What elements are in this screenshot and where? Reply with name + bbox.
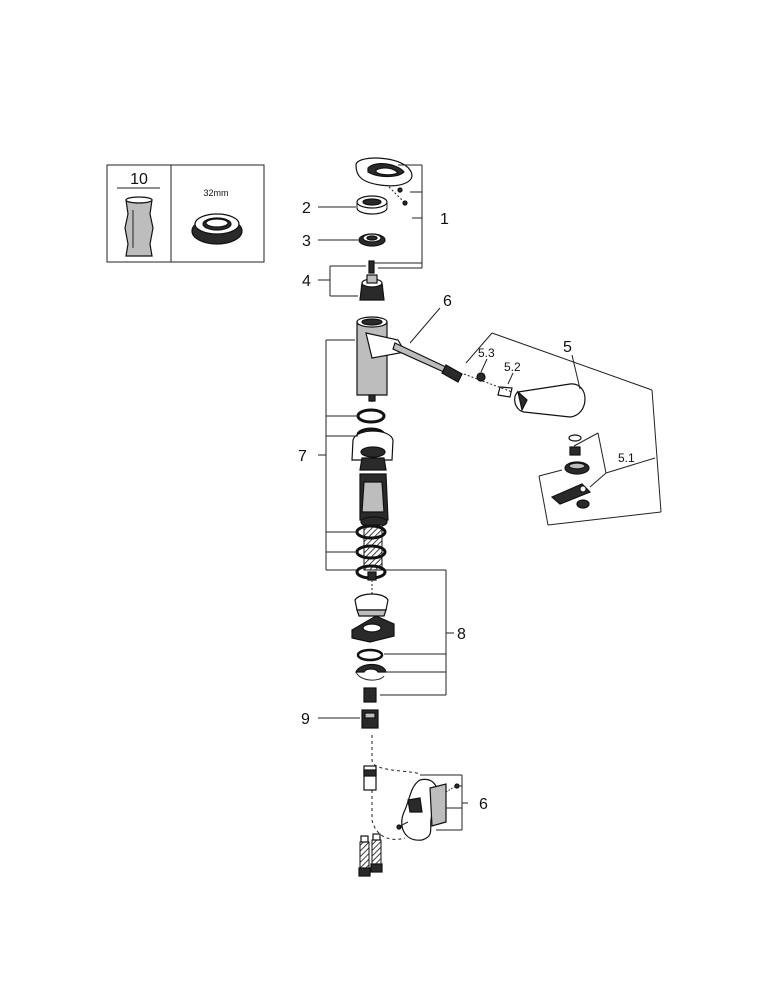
nipple-part <box>361 687 379 729</box>
callout-3: 3 <box>302 233 311 250</box>
cartridge-part <box>359 260 385 301</box>
callout-4: 4 <box>302 273 311 290</box>
callout-8: 8 <box>457 626 466 643</box>
leader-lines-6-bottom <box>420 774 468 831</box>
lever-handle-part <box>355 157 413 187</box>
leader-lines-7 <box>318 339 358 571</box>
faucet-body-part <box>356 316 406 402</box>
connector-part <box>463 372 513 398</box>
extractor-tool-icon <box>124 196 154 257</box>
nut-socket-icon <box>191 213 243 245</box>
hose-connector-part <box>363 765 377 791</box>
supply-hoses-part <box>358 833 383 877</box>
hose-weight-part <box>401 778 447 841</box>
callout-7: 7 <box>298 448 307 465</box>
leader-lines-8 <box>380 569 454 696</box>
callout-5: 5 <box>563 339 572 356</box>
spray-insert-parts <box>550 434 592 509</box>
hose-dashed-path <box>371 735 421 840</box>
callout-5-2: 5.2 <box>504 360 521 374</box>
kit-part-number: 10 <box>130 171 148 188</box>
nut-ring-part <box>358 233 386 247</box>
leader-lines-5-1 <box>538 432 662 526</box>
spray-head-part <box>514 383 586 418</box>
leader-lines-4 <box>318 265 366 297</box>
washer-part <box>356 648 384 662</box>
kit-size-label: 32mm <box>203 188 228 198</box>
leader-lines-5 <box>465 332 662 513</box>
crescent-washer-part <box>355 663 387 681</box>
mounting-plate-part <box>351 615 395 643</box>
callout-2: 2 <box>302 200 311 217</box>
o-ring-part <box>356 408 386 424</box>
callout-5-3: 5.3 <box>478 346 495 360</box>
leader-lines-1 <box>372 164 423 269</box>
cover-cap-part <box>356 195 388 215</box>
kit-box: 10 32mm <box>106 164 265 263</box>
spout-hose-part <box>392 342 463 383</box>
hose-guide-part <box>355 524 387 581</box>
bracket-part <box>354 593 389 617</box>
callout-5-1: 5.1 <box>618 451 635 465</box>
callout-6-bottom: 6 <box>479 796 488 813</box>
sleeve-part <box>351 430 394 471</box>
callout-1: 1 <box>440 211 449 228</box>
screw-part <box>397 187 403 193</box>
diverter-valve-part <box>359 473 389 528</box>
callout-6-top: 6 <box>443 293 452 310</box>
callout-9: 9 <box>301 711 310 728</box>
